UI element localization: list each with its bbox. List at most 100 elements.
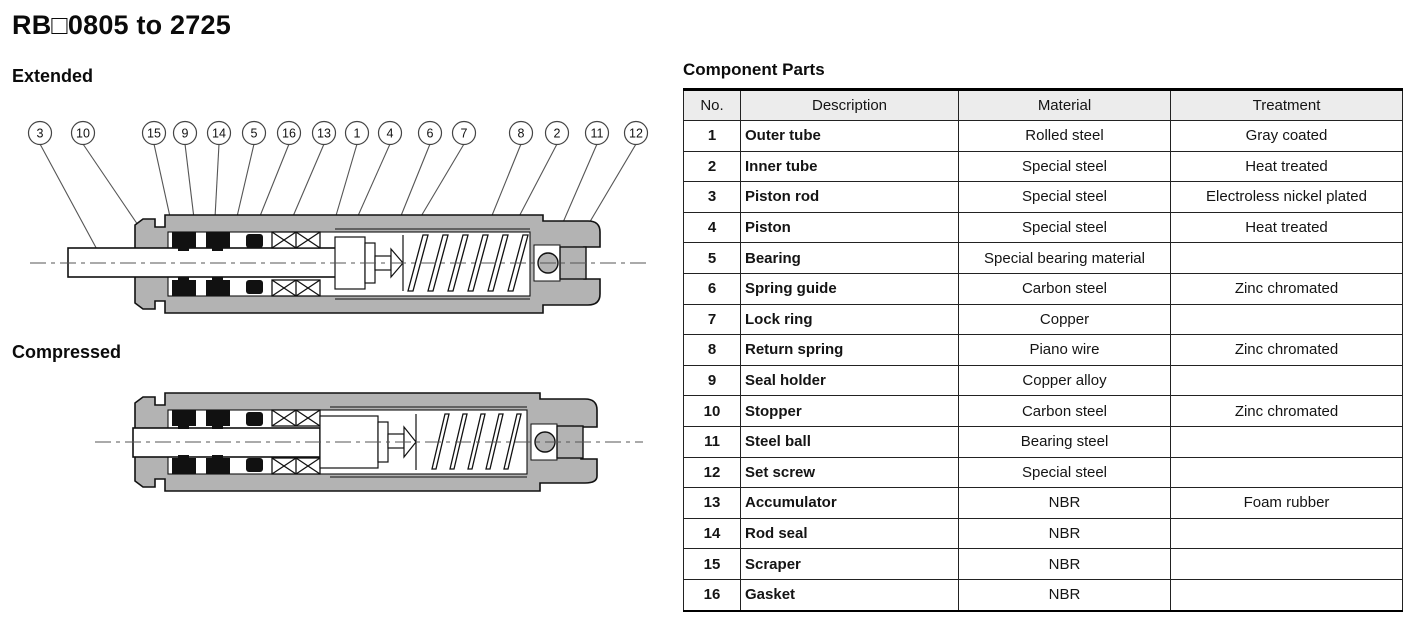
compressed-diagram xyxy=(95,392,643,492)
col-header-description: Description xyxy=(740,89,959,121)
part-no-cell: 13 xyxy=(683,487,741,519)
part-treatment-cell: Electroless nickel plated xyxy=(1170,181,1403,213)
part-material-cell: Copper xyxy=(958,303,1171,336)
extended-diagram: 3 10 15 9 14 5 16 13 1 4 6 7 8 2 11 12 xyxy=(27,120,649,314)
callout-number: 6 xyxy=(427,127,434,141)
part-treatment-cell xyxy=(1170,578,1403,612)
page-title: RB□0805 to 2725 xyxy=(12,10,231,40)
part-material-cell: NBR xyxy=(958,548,1171,580)
part-description-cell: Stopper xyxy=(740,395,959,427)
table-row: 7 Lock ring Copper xyxy=(683,303,1403,336)
callout-number: 8 xyxy=(518,127,525,141)
part-no-cell: 10 xyxy=(683,395,741,427)
part-no-cell: 6 xyxy=(683,272,741,305)
part-treatment-cell: Zinc chromated xyxy=(1170,272,1403,305)
table-row: 9 Seal holder Copper alloy xyxy=(683,364,1403,397)
part-description-cell: Set screw xyxy=(740,456,959,489)
part-description-cell: Seal holder xyxy=(740,364,959,397)
part-description-cell: Accumulator xyxy=(740,487,959,519)
part-material-cell: Special steel xyxy=(958,456,1171,489)
callout-number: 10 xyxy=(76,127,90,141)
callout-bubbles: 3 10 15 9 14 5 16 13 1 4 6 7 8 2 11 12 xyxy=(27,120,649,146)
part-description-cell: Piston xyxy=(740,211,959,244)
rod-seals xyxy=(172,410,230,474)
table-row: 5 Bearing Special bearing material xyxy=(683,242,1403,274)
callout-number: 9 xyxy=(182,127,189,141)
part-description-cell: Outer tube xyxy=(740,120,959,152)
part-description-cell: Gasket xyxy=(740,578,959,612)
col-header-no: No. xyxy=(683,89,741,121)
part-no-cell: 12 xyxy=(683,456,741,489)
part-no-cell: 15 xyxy=(683,548,741,580)
part-description-cell: Rod seal xyxy=(740,517,959,550)
table-row: 10 Stopper Carbon steel Zinc chromated xyxy=(683,395,1403,427)
table-row: 13 Accumulator NBR Foam rubber xyxy=(683,487,1403,519)
part-treatment-cell xyxy=(1170,242,1403,274)
part-no-cell: 3 xyxy=(683,181,741,213)
component-parts-table: No. Description Material Treatment 1 Out… xyxy=(683,88,1403,612)
part-description-cell: Spring guide xyxy=(740,272,959,305)
part-treatment-cell: Heat treated xyxy=(1170,211,1403,244)
part-material-cell: Carbon steel xyxy=(958,395,1171,427)
part-description-cell: Steel ball xyxy=(740,425,959,458)
part-material-cell: Rolled steel xyxy=(958,120,1171,152)
part-material-cell: Bearing steel xyxy=(958,425,1171,458)
part-treatment-cell xyxy=(1170,456,1403,489)
part-material-cell: Copper alloy xyxy=(958,364,1171,397)
table-header-row: No. Description Material Treatment xyxy=(683,89,1403,121)
parts-table-container: No. Description Material Treatment 1 Out… xyxy=(683,88,1403,612)
part-material-cell: NBR xyxy=(958,578,1171,612)
part-description-cell: Scraper xyxy=(740,548,959,580)
part-description-cell: Lock ring xyxy=(740,303,959,336)
table-row: 15 Scraper NBR xyxy=(683,548,1403,580)
callout-number: 11 xyxy=(591,127,604,141)
part-no-cell: 4 xyxy=(683,211,741,244)
table-row: 3 Piston rod Special steel Electroless n… xyxy=(683,181,1403,213)
part-no-cell: 7 xyxy=(683,303,741,336)
parts-table-body: 1 Outer tube Rolled steel Gray coated 2 … xyxy=(683,120,1403,612)
part-no-cell: 14 xyxy=(683,517,741,550)
table-row: 14 Rod seal NBR xyxy=(683,517,1403,550)
table-row: 11 Steel ball Bearing steel xyxy=(683,425,1403,458)
part-treatment-cell: Foam rubber xyxy=(1170,487,1403,519)
callout-number: 12 xyxy=(629,127,643,141)
part-no-cell: 8 xyxy=(683,334,741,366)
part-no-cell: 5 xyxy=(683,242,741,274)
col-header-material: Material xyxy=(958,89,1171,121)
table-row: 12 Set screw Special steel xyxy=(683,456,1403,489)
gasket xyxy=(246,412,263,472)
table-row: 6 Spring guide Carbon steel Zinc chromat… xyxy=(683,272,1403,305)
col-header-treatment: Treatment xyxy=(1170,89,1403,121)
part-treatment-cell: Heat treated xyxy=(1170,150,1403,183)
part-treatment-cell xyxy=(1170,364,1403,397)
part-material-cell: Special steel xyxy=(958,211,1171,244)
callout-number: 14 xyxy=(212,127,226,141)
callout-number: 2 xyxy=(554,127,561,141)
parts-table-title: Component Parts xyxy=(683,60,825,79)
table-row: 1 Outer tube Rolled steel Gray coated xyxy=(683,120,1403,152)
part-treatment-cell: Gray coated xyxy=(1170,120,1403,152)
rod-seals xyxy=(172,232,230,296)
callout-number: 1 xyxy=(354,127,361,141)
part-no-cell: 1 xyxy=(683,120,741,152)
part-treatment-cell xyxy=(1170,548,1403,580)
callout-number: 4 xyxy=(387,127,394,141)
part-description-cell: Bearing xyxy=(740,242,959,274)
table-row: 16 Gasket NBR xyxy=(683,578,1403,612)
table-row: 4 Piston Special steel Heat treated xyxy=(683,211,1403,244)
callout-number: 13 xyxy=(317,127,331,141)
part-treatment-cell: Zinc chromated xyxy=(1170,334,1403,366)
part-no-cell: 2 xyxy=(683,150,741,183)
part-description-cell: Return spring xyxy=(740,334,959,366)
callout-number: 7 xyxy=(461,127,468,141)
extended-label: Extended xyxy=(12,66,94,86)
part-treatment-cell xyxy=(1170,303,1403,336)
callout-number: 16 xyxy=(282,127,296,141)
part-material-cell: Special steel xyxy=(958,150,1171,183)
part-no-cell: 9 xyxy=(683,364,741,397)
accumulator xyxy=(271,231,321,297)
part-treatment-cell: Zinc chromated xyxy=(1170,395,1403,427)
callout-number: 5 xyxy=(251,127,258,141)
part-description-cell: Inner tube xyxy=(740,150,959,183)
callout-number: 15 xyxy=(147,127,161,141)
